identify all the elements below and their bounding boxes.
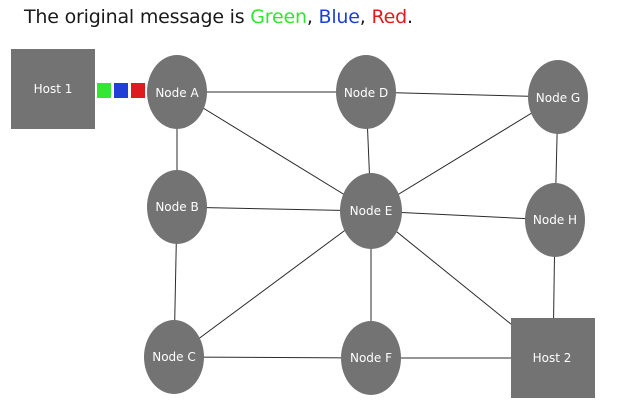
host-2: Host 2 <box>511 318 595 398</box>
packet-divider-2 <box>129 82 130 99</box>
packet-queue <box>97 82 145 99</box>
node-a-shape <box>147 55 207 129</box>
caption-green: Green <box>250 6 307 28</box>
node-h-shape <box>525 183 585 257</box>
node-f-shape <box>341 321 401 395</box>
node-b-shape <box>147 170 207 244</box>
node-b-label: Node B <box>155 200 198 214</box>
node-g-label: Node G <box>536 91 580 105</box>
packet-divider-1 <box>112 82 113 99</box>
host-2-box <box>511 318 595 398</box>
edge-g-e <box>370 96 559 212</box>
edge-a-e <box>176 91 372 212</box>
edge-c-f <box>173 356 372 359</box>
node-e-label: Node E <box>350 204 393 218</box>
node-c-label: Node C <box>152 350 196 364</box>
caption-blue: Blue <box>318 6 360 28</box>
node-e: Node E <box>340 173 402 249</box>
packet-blue <box>114 83 128 98</box>
edge-b-e <box>176 206 372 212</box>
node-c-shape <box>144 320 204 394</box>
node-a: Node A <box>147 55 207 129</box>
edge-d-g <box>365 91 559 98</box>
packet-red <box>131 83 145 98</box>
node-d: Node D <box>336 55 396 129</box>
node-g: Node G <box>528 60 588 134</box>
node-h: Node H <box>525 183 585 257</box>
node-h-label: Node H <box>533 213 577 227</box>
host-1-box <box>11 49 95 129</box>
message-caption: The original message is Green, Blue, Red… <box>24 6 413 28</box>
node-g-shape <box>528 60 588 134</box>
host-1: Host 1 <box>11 49 95 129</box>
node-d-label: Node D <box>344 86 388 100</box>
caption-red: Red <box>371 6 407 28</box>
packet-green <box>97 83 111 98</box>
host-1-label: Host 1 <box>34 82 73 96</box>
node-e-shape <box>340 173 402 249</box>
caption-sep2: , <box>359 6 372 28</box>
caption-suffix: . <box>406 6 413 28</box>
node-c: Node C <box>144 320 204 394</box>
node-f-label: Node F <box>350 351 392 365</box>
caption-sep1: , <box>306 6 319 28</box>
node-b: Node B <box>147 170 207 244</box>
node-d-shape <box>336 55 396 129</box>
edge-e-c <box>173 210 372 358</box>
caption-prefix: The original message is <box>24 6 251 28</box>
host-2-label: Host 2 <box>533 351 572 365</box>
node-a-label: Node A <box>155 86 199 100</box>
node-f: Node F <box>341 321 401 395</box>
